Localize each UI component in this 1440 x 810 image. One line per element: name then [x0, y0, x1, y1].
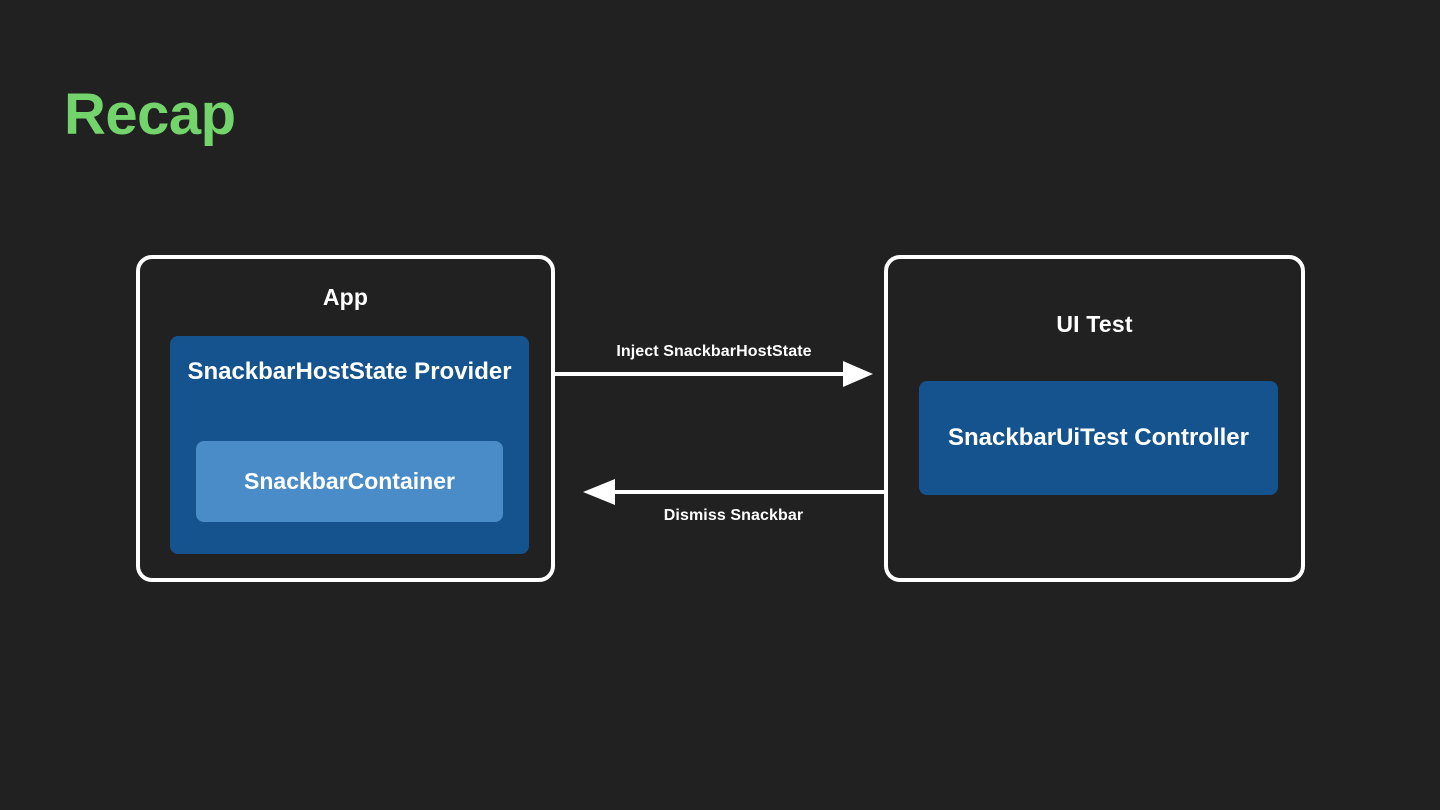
arrow-label-inject: Inject SnackbarHostState	[616, 343, 812, 360]
group-label-ui-test: UI Test	[1056, 311, 1133, 337]
node-snackbar-ui-test-controller: SnackbarUiTest Controller	[919, 381, 1278, 495]
node-label-controller: SnackbarUiTest Controller	[948, 423, 1249, 451]
arrow-dismiss	[583, 479, 886, 505]
arrow-inject-head-icon	[843, 361, 873, 387]
node-label-provider: SnackbarHostState Provider	[187, 358, 512, 385]
node-label-container: SnackbarContainer	[244, 467, 455, 494]
arrow-inject	[555, 361, 873, 387]
group-box-app: App SnackbarHostState Provider SnackbarC…	[136, 255, 555, 582]
group-label-app: App	[322, 284, 369, 310]
node-snackbar-host-state-provider: SnackbarHostState Provider SnackbarConta…	[170, 336, 529, 554]
node-snackbar-container: SnackbarContainer	[196, 441, 503, 522]
page-title: Recap	[64, 82, 236, 147]
group-box-ui-test: UI Test SnackbarUiTest Controller	[884, 255, 1305, 582]
arrow-dismiss-head-icon	[583, 479, 615, 505]
arrow-label-dismiss: Dismiss Snackbar	[663, 507, 804, 524]
